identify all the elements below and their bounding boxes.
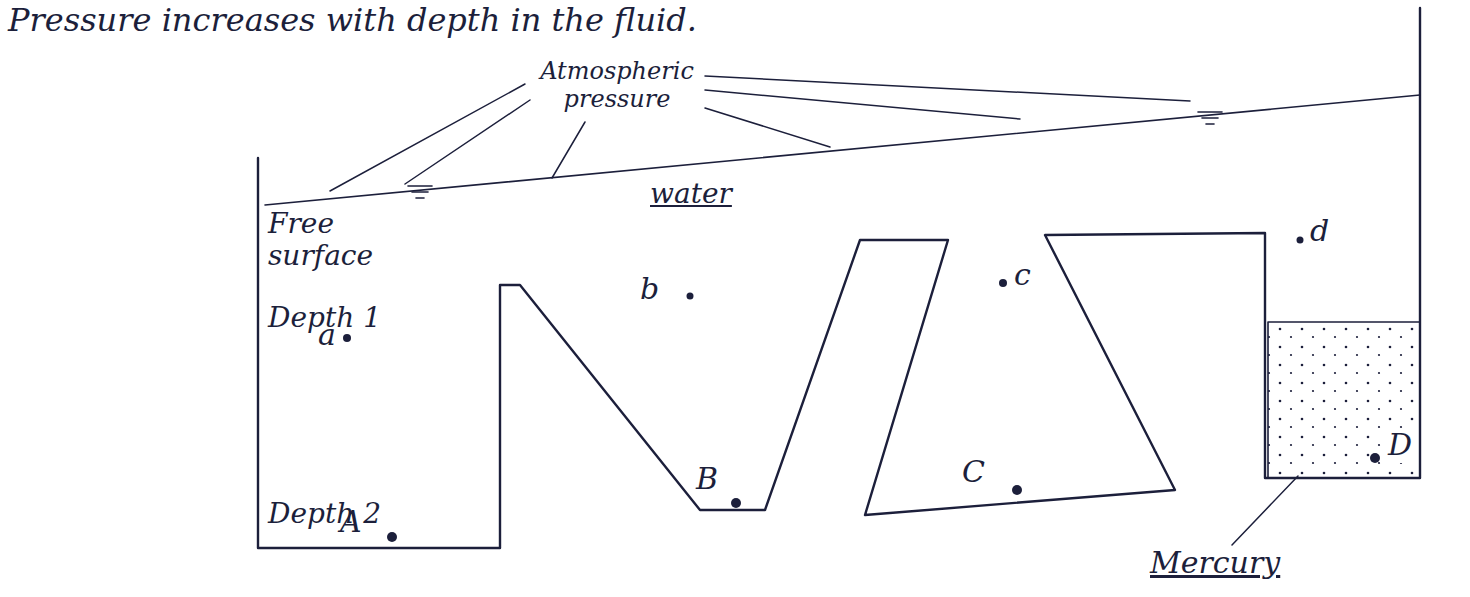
material-label: Mercury [1150, 546, 1280, 581]
point-label: D [1386, 428, 1414, 463]
vessel-wall [258, 8, 1420, 548]
heading-note: Pressure increases with depth in the flu… [8, 2, 697, 39]
surface-label: Free surface [268, 208, 388, 272]
depth-label: Depth 2 [268, 498, 381, 530]
point-label: d [1310, 214, 1329, 249]
fluid-label: water [650, 178, 732, 210]
atmosphere-label: Atmospheric pressure [528, 58, 706, 113]
free-surface-symbol [408, 112, 1222, 198]
point-dot [343, 237, 1380, 543]
point-label: c [1014, 258, 1031, 293]
mercury-region [1268, 322, 1420, 478]
point-label: b [640, 272, 659, 307]
free-surface-line [265, 95, 1420, 205]
point-label: a [318, 318, 336, 353]
point-label: B [696, 462, 718, 497]
point-label: C [962, 455, 985, 490]
point-label: A [340, 505, 362, 540]
leader-line [330, 76, 1298, 545]
